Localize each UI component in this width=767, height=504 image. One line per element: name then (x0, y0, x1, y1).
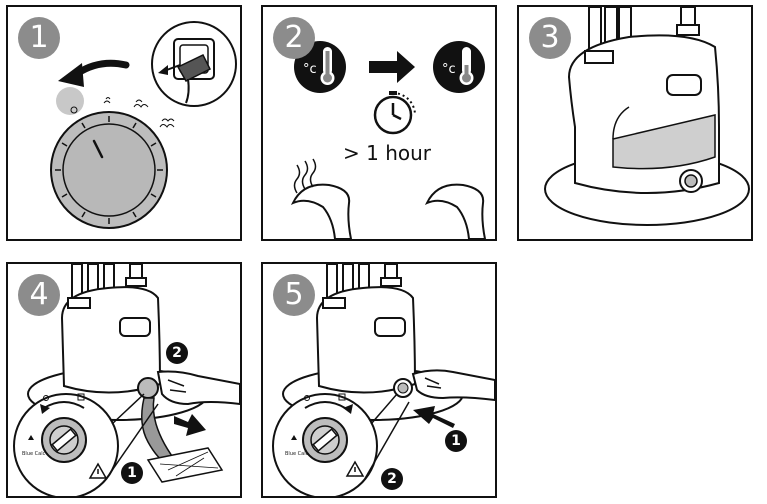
step-2-panel: °c °c (261, 5, 497, 241)
off-indicator (56, 87, 84, 115)
drain-valve-icon (393, 378, 413, 398)
steam-dial-knob (50, 111, 168, 229)
svg-text:°c: °c (442, 62, 456, 77)
drain-valve-icon (679, 169, 703, 193)
step-number-badge: 3 (529, 17, 571, 59)
step-3-panel: 3 (517, 5, 753, 241)
step-3-illustration (544, 7, 750, 226)
drain-valve-icon (137, 377, 159, 399)
push-arrow-icon (413, 406, 455, 428)
hand-icon (156, 370, 240, 406)
step-1-panel: 1 (6, 5, 242, 241)
hot-soleplate-icon (290, 158, 353, 239)
steam-level-icons (103, 97, 175, 128)
valve-label: Blue Calc (285, 451, 309, 457)
valve-label: Blue Calc (22, 451, 46, 457)
step-5-illustration (272, 264, 495, 496)
step-number-badge: 5 (273, 274, 315, 316)
step-2-illustration: °c °c (290, 41, 487, 239)
step-5-panel: Blue Calc 1 2 5 (261, 262, 497, 498)
water-level (612, 114, 716, 170)
step-number-badge: 2 (273, 17, 315, 59)
cool-soleplate-icon (424, 183, 487, 239)
callout-marker: 2 (381, 468, 403, 490)
valve-detail-inset (272, 393, 410, 496)
step-4-illustration (13, 264, 240, 496)
svg-text:°c: °c (303, 62, 317, 77)
clock-icon (373, 91, 416, 135)
turn-off-arrow-icon (58, 59, 130, 87)
callout-marker: 2 (166, 342, 188, 364)
callout-marker: 1 (121, 462, 143, 484)
pull-arrow-icon (174, 414, 206, 436)
cooling-duration-text: > 1 hour (343, 141, 432, 165)
thermometer-cool-icon: °c (433, 41, 485, 93)
step-4-panel: Blue Calc 2 1 4 (6, 262, 242, 498)
valve-detail-inset (13, 393, 159, 496)
step-1-illustration (50, 21, 237, 229)
step-number-badge: 4 (18, 274, 60, 316)
steamer-base-icon (544, 7, 750, 226)
warning-icon (88, 462, 108, 479)
callout-marker: 1 (445, 430, 467, 452)
warning-icon (345, 460, 365, 477)
drain-mat (146, 447, 224, 483)
transition-arrow-icon (369, 51, 415, 83)
unplug-icon (151, 21, 237, 107)
hand-icon (411, 369, 495, 402)
step-number-badge: 1 (18, 17, 60, 59)
